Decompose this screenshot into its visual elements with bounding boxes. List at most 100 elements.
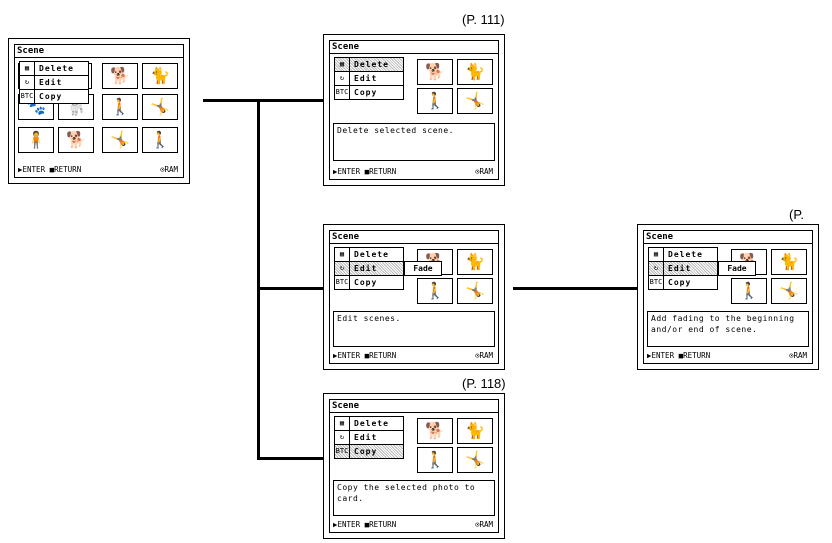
- screen-title: Scene: [330, 400, 498, 413]
- copy-icon: BTC: [20, 90, 35, 103]
- menu-item-delete[interactable]: ▦Delete: [335, 417, 403, 431]
- delete-icon: ▦: [335, 58, 350, 71]
- footer: ▶ENTER ■RETURN ⊙RAM: [333, 350, 495, 361]
- menu-item-delete[interactable]: ▦Delete: [649, 248, 717, 262]
- enter-button[interactable]: ▶ENTER: [333, 520, 360, 529]
- thumbnail: 🤸: [457, 447, 493, 473]
- menu-item-delete[interactable]: ▦Delete: [335, 248, 403, 262]
- thumbnail: 🚶: [417, 447, 453, 473]
- thumbnail: 🐕: [417, 59, 453, 85]
- thumbnail: 🚶: [142, 127, 178, 153]
- edit-icon: ↻: [335, 431, 350, 444]
- menu-item-edit[interactable]: ↻Edit: [335, 262, 403, 276]
- menu-item-edit[interactable]: ↻Edit: [649, 262, 717, 276]
- copy-icon: BTC: [335, 445, 350, 458]
- message-box: Delete selected scene.: [333, 123, 495, 161]
- return-button[interactable]: ■RETURN: [365, 167, 397, 176]
- return-button[interactable]: ■RETURN: [679, 351, 711, 360]
- connector-fade: [513, 287, 637, 290]
- footer: ▶ENTER ■RETURN ⊙RAM: [18, 164, 180, 175]
- connector-edit: [257, 287, 323, 290]
- connector-copy: [257, 457, 323, 460]
- submenu-fade[interactable]: Fade: [718, 261, 756, 276]
- edit-icon: ↻: [335, 72, 350, 85]
- screen-title: Scene: [330, 231, 498, 244]
- thumbnail: 🤸: [457, 278, 493, 304]
- thumbnail: 🧍: [18, 127, 54, 153]
- thumbnail: 🚶: [417, 278, 453, 304]
- thumbnail: 🐈: [771, 249, 807, 275]
- return-button[interactable]: ■RETURN: [365, 520, 397, 529]
- message-box: Edit scenes.: [333, 311, 495, 347]
- thumbnail: 🚶: [731, 278, 767, 304]
- enter-button[interactable]: ▶ENTER: [333, 167, 360, 176]
- thumbnail: 🐕: [417, 418, 453, 444]
- menu-item-edit[interactable]: ↻Edit: [335, 431, 403, 445]
- screen-title: Scene: [644, 231, 812, 244]
- message-box: Copy the selected photo to card.: [333, 480, 495, 516]
- thumbnail: 🚶: [417, 88, 453, 114]
- menu-item-delete[interactable]: ▦Delete: [335, 58, 403, 72]
- page-ref-111: (P. 111): [462, 12, 505, 27]
- ram-indicator: ⊙RAM: [475, 350, 493, 361]
- thumbnail: 🤸: [457, 88, 493, 114]
- footer: ▶ENTER ■RETURN ⊙RAM: [333, 519, 495, 530]
- delete-icon: ▦: [649, 248, 664, 261]
- submenu-fade[interactable]: Fade: [404, 261, 442, 276]
- ram-indicator: ⊙RAM: [160, 164, 178, 175]
- enter-button[interactable]: ▶ENTER: [333, 351, 360, 360]
- menu-item-edit[interactable]: ↻Edit: [335, 72, 403, 86]
- screen-title: Scene: [15, 45, 183, 58]
- message-box: Add fading to the beginning and/or end o…: [647, 311, 809, 347]
- enter-button[interactable]: ▶ENTER: [18, 165, 45, 174]
- footer: ▶ENTER ■RETURN ⊙RAM: [333, 166, 495, 177]
- connector-main: [203, 99, 323, 102]
- copy-icon: BTC: [335, 276, 350, 289]
- edit-icon: ↻: [20, 76, 35, 89]
- copy-icon: BTC: [335, 86, 350, 99]
- enter-button[interactable]: ▶ENTER: [647, 351, 674, 360]
- thumbnail: 🐕: [102, 63, 138, 89]
- ram-indicator: ⊙RAM: [475, 166, 493, 177]
- page-ref-118: (P. 118): [462, 376, 506, 391]
- delete-icon: ▦: [20, 62, 35, 75]
- edit-icon: ↻: [335, 262, 350, 275]
- copy-icon: BTC: [649, 276, 664, 289]
- thumbnail: 🐈: [457, 249, 493, 275]
- return-button[interactable]: ■RETURN: [50, 165, 82, 174]
- screen-title: Scene: [330, 41, 498, 54]
- thumbnail: 🐈: [142, 63, 178, 89]
- ram-indicator: ⊙RAM: [475, 519, 493, 530]
- thumbnail: 🤸: [102, 127, 138, 153]
- ram-indicator: ⊙RAM: [789, 350, 807, 361]
- thumbnail: 🐕: [58, 127, 94, 153]
- thumbnail: 🤸: [771, 278, 807, 304]
- thumbnail: 🤸: [142, 94, 178, 120]
- menu-item-edit[interactable]: ↻Edit: [20, 76, 88, 90]
- connector-vertical: [257, 99, 260, 460]
- thumbnail: 🚶: [102, 94, 138, 120]
- delete-icon: ▦: [335, 248, 350, 261]
- footer: ▶ENTER ■RETURN ⊙RAM: [647, 350, 809, 361]
- delete-icon: ▦: [335, 417, 350, 430]
- menu-item-delete[interactable]: ▦Delete: [20, 62, 88, 76]
- thumbnail: 🐈: [457, 59, 493, 85]
- return-button[interactable]: ■RETURN: [365, 351, 397, 360]
- edit-icon: ↻: [649, 262, 664, 275]
- thumbnail: 🐈: [457, 418, 493, 444]
